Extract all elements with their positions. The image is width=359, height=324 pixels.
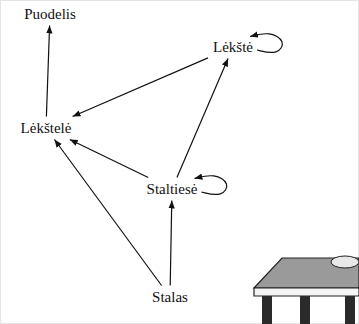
table-edge	[254, 288, 359, 296]
graph-node: Lėkštelė	[18, 119, 75, 138]
graph-node: Stalas	[149, 288, 191, 307]
arrow-connector	[54, 140, 161, 286]
table-leg	[300, 296, 310, 324]
arrow-connector	[250, 34, 282, 53]
arrow-connector	[177, 59, 228, 178]
node-label: Stalas	[152, 289, 188, 306]
graph-node: Lėkštė	[210, 38, 256, 57]
arrow-connector	[73, 58, 208, 117]
node-label: Puodelis	[24, 6, 76, 23]
node-label: Lėkštelė	[21, 120, 72, 137]
arrow-connector	[170, 201, 172, 286]
arrow-connector	[194, 176, 226, 195]
node-label: Lėkštė	[213, 39, 253, 56]
table-leg	[262, 296, 272, 324]
table-leg	[345, 296, 355, 324]
graph-node: Staltiesė	[144, 180, 201, 199]
table-drawing	[254, 256, 359, 324]
graph-node: Puodelis	[21, 5, 79, 24]
node-label: Staltiesė	[147, 181, 198, 198]
arrow-connector	[70, 140, 148, 178]
plate	[331, 256, 359, 268]
arrow-connector	[46, 26, 49, 117]
